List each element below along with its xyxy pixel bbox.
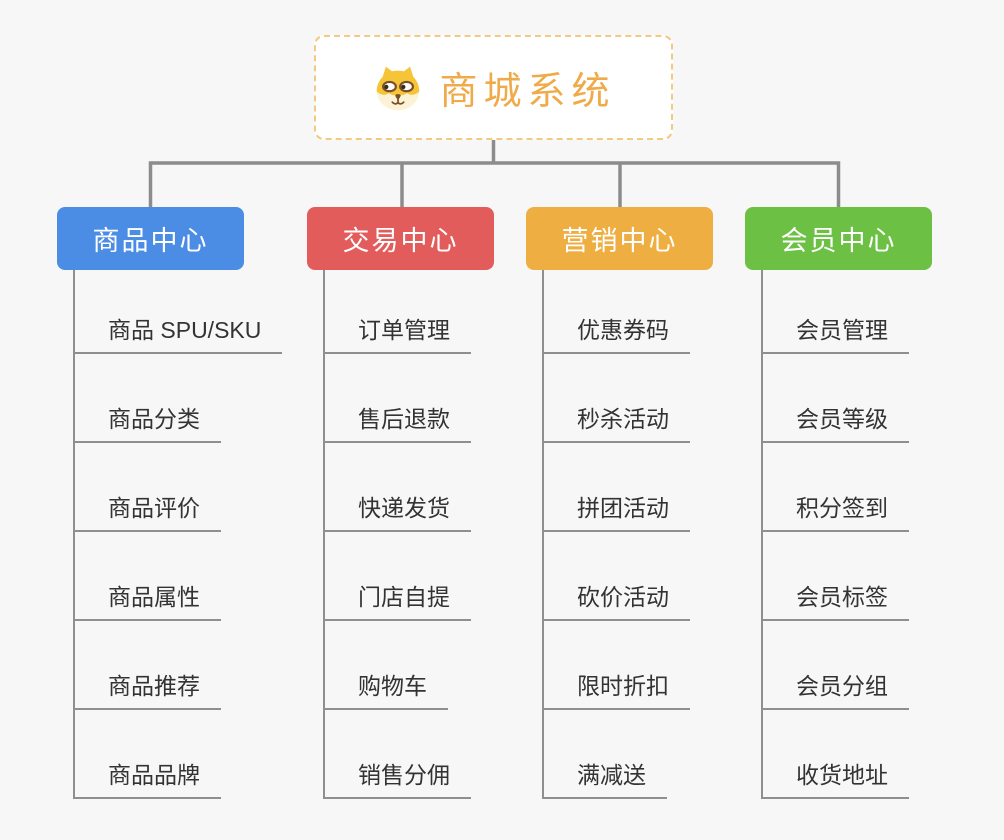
topic-node[interactable]: 收货地址 — [763, 710, 909, 799]
topic-node[interactable]: 门店自提 — [325, 532, 471, 621]
topic-node[interactable]: 购物车 — [325, 621, 448, 710]
root-node-title: 商城系统 — [439, 71, 616, 113]
topic-node[interactable]: 限时折扣 — [544, 621, 690, 710]
topic-node[interactable]: 砍价活动 — [544, 532, 690, 621]
branch-children-marketing-center: 优惠券码 秒杀活动 拼团活动 砍价活动 限时折扣 满减送 — [542, 270, 690, 799]
topic-node[interactable]: 优惠券码 — [544, 270, 690, 354]
topic-node[interactable]: 商品 SPU/SKU — [75, 270, 283, 354]
topic-node[interactable]: 会员分组 — [763, 621, 909, 710]
topic-node[interactable]: 订单管理 — [325, 270, 471, 354]
topic-node[interactable]: 商品品牌 — [75, 710, 221, 799]
topic-node[interactable]: 快递发货 — [325, 443, 471, 532]
topic-node[interactable]: 会员标签 — [763, 532, 909, 621]
topic-node[interactable]: 商品属性 — [75, 532, 221, 621]
branch-children-trade-center: 订单管理 售后退款 快递发货 门店自提 购物车 销售分佣 — [323, 270, 471, 799]
topic-node[interactable]: 商品分类 — [75, 354, 221, 443]
branch-header-product-center[interactable]: 商品中心 — [57, 207, 244, 270]
branch-header-marketing-center[interactable]: 营销中心 — [526, 207, 713, 270]
topic-node[interactable]: 会员等级 — [763, 354, 909, 443]
topic-node[interactable]: 售后退款 — [325, 354, 471, 443]
topic-node[interactable]: 商品评价 — [75, 443, 221, 532]
topic-node[interactable]: 秒杀活动 — [544, 354, 690, 443]
branch-children-product-center: 商品 SPU/SKU 商品分类 商品评价 商品属性 商品推荐 商品品牌 — [73, 270, 283, 799]
topic-node[interactable]: 拼团活动 — [544, 443, 690, 532]
branch-header-trade-center[interactable]: 交易中心 — [307, 207, 494, 270]
topic-node[interactable]: 积分签到 — [763, 443, 909, 532]
topic-node[interactable]: 满减送 — [544, 710, 667, 799]
branch-marketing-center: 营销中心 优惠券码 秒杀活动 拼团活动 砍价活动 限时折扣 满减送 — [526, 207, 713, 799]
root-node[interactable]: 商城系统 — [314, 35, 673, 140]
branch-member-center: 会员中心 会员管理 会员等级 积分签到 会员标签 会员分组 收货地址 — [745, 207, 932, 799]
topic-node[interactable]: 销售分佣 — [325, 710, 471, 799]
branch-children-member-center: 会员管理 会员等级 积分签到 会员标签 会员分组 收货地址 — [761, 270, 909, 799]
topic-node[interactable]: 商品推荐 — [75, 621, 221, 710]
topic-node[interactable]: 会员管理 — [763, 270, 909, 354]
branch-trade-center: 交易中心 订单管理 售后退款 快递发货 门店自提 购物车 销售分佣 — [307, 207, 494, 799]
branch-product-center: 商品中心 商品 SPU/SKU 商品分类 商品评价 商品属性 商品推荐 商品品牌 — [57, 207, 283, 799]
dog-face-icon — [377, 66, 420, 110]
branch-header-member-center[interactable]: 会员中心 — [745, 207, 932, 270]
connector-bus — [148, 161, 841, 207]
